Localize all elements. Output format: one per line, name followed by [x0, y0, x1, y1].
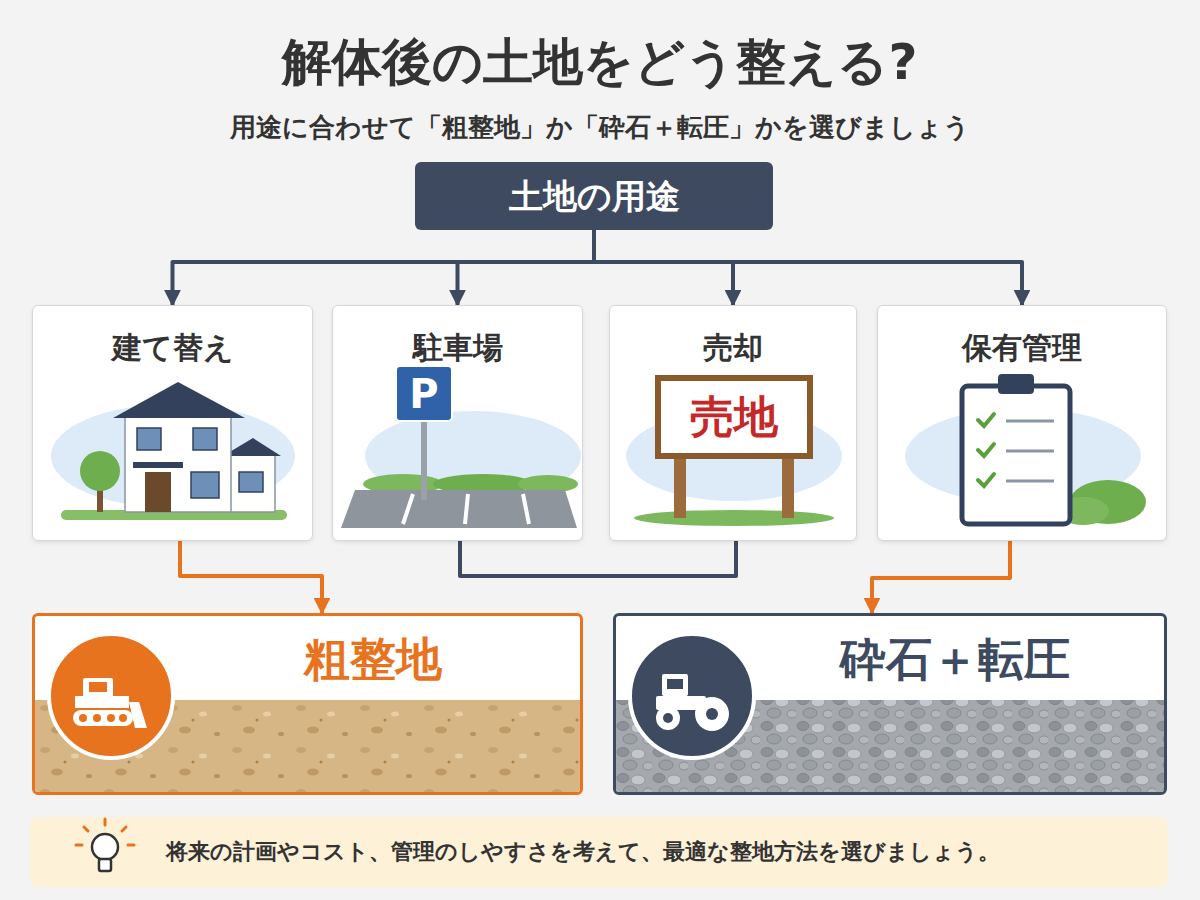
connector [594, 230, 1022, 305]
art-part [83, 678, 113, 698]
sign-letter: P [396, 366, 452, 421]
use-card: 駐車場P [332, 305, 583, 541]
art-part [695, 697, 729, 731]
connector [173, 230, 595, 305]
house-roof [113, 382, 245, 418]
icon-circle [630, 634, 754, 758]
tip-band: 将来の計画やコスト、管理のしやすさを考えて、最適な整地方法を選びましょう。 [30, 817, 1168, 887]
subtitle: 用途に合わせて「粗整地」か「砕石＋転圧」かを選びましょう [0, 108, 1200, 148]
art-part [119, 714, 127, 722]
art-part [107, 714, 115, 722]
connector [594, 230, 733, 305]
art-part [89, 682, 107, 692]
door [145, 472, 171, 512]
node-text: 土地の用途 [509, 174, 680, 218]
bulb-glass [92, 834, 118, 860]
house-wing [229, 454, 275, 512]
art-part [656, 706, 680, 730]
window [239, 472, 263, 492]
art-part [706, 708, 718, 720]
art-part [129, 702, 147, 728]
method-box: 砕石＋転圧 [613, 613, 1167, 795]
porch-roof [133, 462, 183, 468]
sign-pole [421, 416, 427, 500]
use-card: 建て替え [32, 305, 313, 541]
node-text: 粗整地 [304, 630, 442, 690]
sign-text: 売地 [658, 378, 810, 456]
category-box: 土地の用途 [415, 162, 773, 230]
use-card: 売却売地 [609, 305, 857, 541]
list-lines [1006, 421, 1054, 481]
bulldozer-icon [73, 678, 147, 728]
icon-circle [49, 634, 173, 758]
diagram-title: 解体後の土地をどう整える? [0, 26, 1200, 98]
node-text: 砕石＋転圧 [840, 630, 1070, 690]
art-part [79, 714, 87, 722]
art-part [667, 679, 683, 689]
connector [180, 541, 322, 613]
node-text: 将来の計画やコスト、管理のしやすさを考えて、最適な整地方法を選びましょう。 [166, 838, 1000, 867]
art-part [663, 713, 673, 723]
paved-lot [341, 490, 577, 528]
connector [458, 230, 595, 305]
art-part [75, 696, 129, 708]
node-text: 駐車場 [413, 328, 503, 367]
parking-sign [396, 366, 452, 421]
connector [872, 541, 1010, 613]
sign-board [658, 378, 810, 456]
bulb-base [99, 859, 111, 871]
grass [634, 510, 834, 526]
use-card: 保有管理 [877, 305, 1167, 541]
window [191, 472, 219, 498]
art-part [662, 674, 688, 696]
connector [460, 541, 736, 576]
art-part [73, 710, 133, 726]
node-text: 建て替え [112, 328, 234, 367]
tree-crown [80, 451, 120, 491]
node-text: 保有管理 [962, 328, 1082, 367]
window [137, 428, 161, 450]
clipboard [962, 386, 1070, 524]
art-part [93, 714, 101, 722]
house-body [125, 414, 231, 512]
bulb-illustration [30, 817, 160, 887]
clip [998, 374, 1034, 394]
roller-icon [656, 674, 729, 731]
node-text: 売却 [703, 328, 763, 367]
method-box: 粗整地 [32, 613, 583, 795]
window [193, 428, 217, 450]
check-marks [978, 414, 994, 486]
